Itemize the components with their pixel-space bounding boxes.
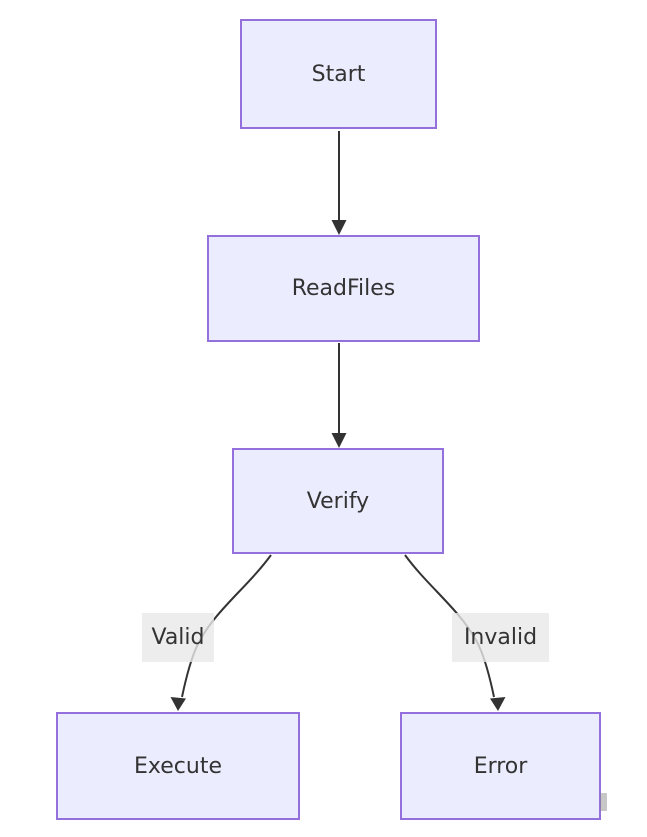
arrowhead-icon: [490, 697, 506, 711]
node-verify: Verify: [232, 448, 444, 554]
node-start: Start: [240, 19, 437, 129]
node-execute: Execute: [56, 712, 300, 820]
edge-readfiles-verify: [331, 343, 347, 448]
node-readfiles: ReadFiles: [207, 235, 480, 342]
node-execute-label: Execute: [134, 753, 222, 779]
node-readfiles-label: ReadFiles: [291, 276, 396, 301]
edge-label-invalid: Invalid: [452, 613, 549, 662]
watermark-artifact: [600, 793, 607, 811]
node-error: Error: [400, 712, 601, 820]
edge-start-readfiles: [331, 131, 347, 235]
node-start-label: Start: [311, 61, 366, 87]
arrowhead-icon: [170, 697, 186, 711]
node-error-label: Error: [473, 753, 528, 779]
node-verify-label: Verify: [306, 488, 370, 514]
arrowhead-icon: [331, 220, 347, 235]
arrowhead-icon: [331, 433, 347, 448]
edge-label-valid: Valid: [142, 613, 214, 662]
